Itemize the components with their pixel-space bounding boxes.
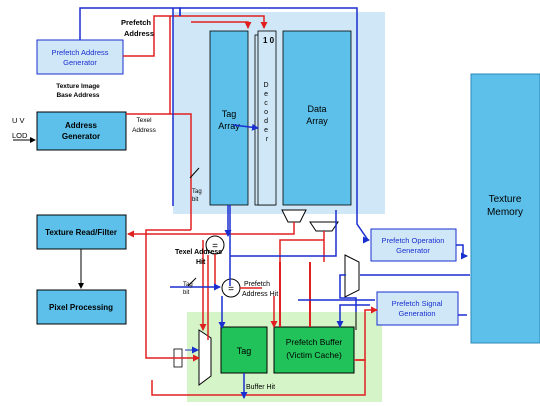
black-paths [13,137,357,330]
uv-label: U V [12,116,25,125]
pixel-processing-label: Pixel Processing [49,303,113,312]
red-data-paths [123,15,378,396]
buffer-tag-label: Tag [237,346,252,356]
mux-buffer-input [198,329,212,386]
data-array-block [282,30,352,206]
buffer-hit-label: Buffer Hit [246,384,275,391]
blue-control-paths [79,7,470,399]
decoder-block [257,30,277,206]
prefetch-operation-generator-block [370,228,457,262]
texture-read-filter-block [36,214,127,250]
prefetch-buffer-block [273,326,355,374]
pixel-processing-block [36,289,127,325]
texture-read-filter-label: Texture Read/Filter [45,228,117,237]
tag-array-block [209,30,249,206]
prefetch-signal-generation-block [376,291,459,326]
lod-label: LOD [12,131,28,140]
texture-memory-block [470,73,540,344]
address-generator-block [36,111,127,151]
mux-data-left [281,209,307,223]
prefetch-compare-symbol: = [228,284,234,295]
prefetch-buffer-label: Prefetch Buffer(Victim Cache) [286,337,343,360]
decoder-index: 1 0 [263,36,275,45]
decoder-label: D e c o d e r [263,82,270,143]
cache-region [173,12,385,214]
buffer-tag-block [220,326,268,374]
prefetch-address-generator-block [36,39,124,75]
mux-memory [344,254,360,298]
texel-compare-symbol: = [212,241,218,252]
mux-data-right [309,221,339,232]
